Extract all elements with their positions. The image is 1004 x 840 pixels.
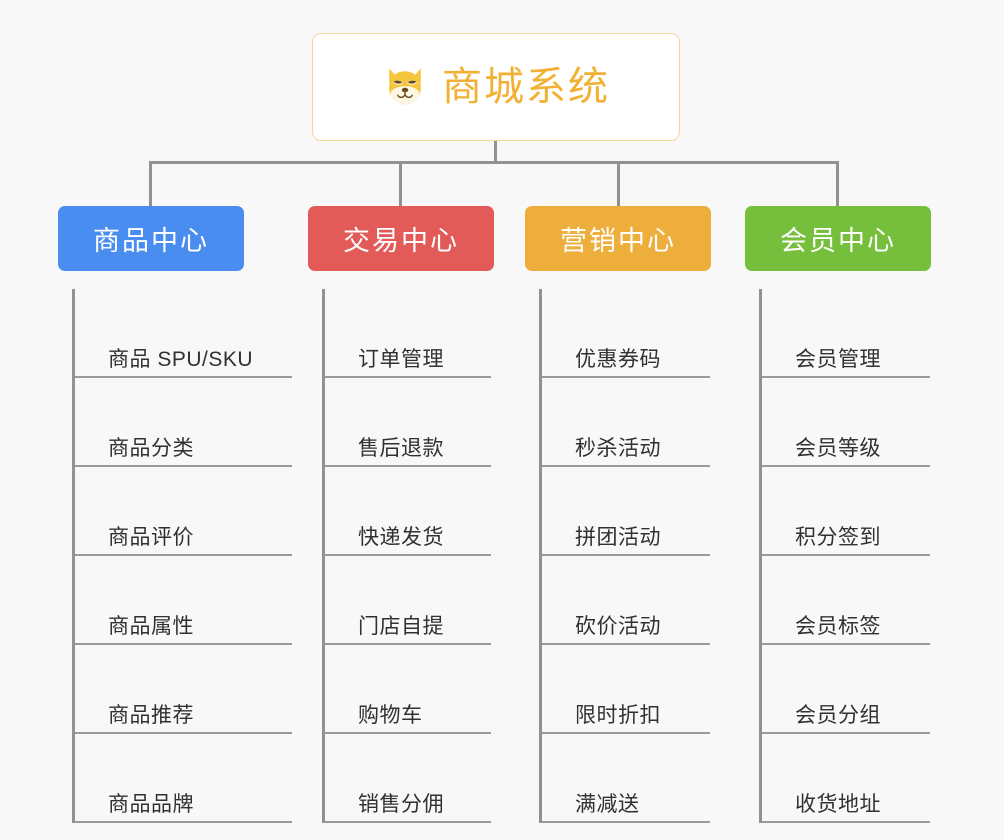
branch-member-center: 会员中心 会员管理 会员等级 积分签到 会员标签 会员分组 收货地址	[745, 206, 931, 823]
connector-root-stem	[494, 141, 497, 163]
branch-header-marketing-center[interactable]: 营销中心	[525, 206, 711, 271]
branch-item-label: 秒杀活动	[575, 436, 661, 460]
connector-drop-product-center	[149, 161, 152, 206]
branch-header-label: 交易中心	[343, 226, 459, 256]
branch-item-list-trade-center: 订单管理 售后退款 快递发货 门店自提 购物车 销售分佣	[322, 289, 494, 823]
branch-item-label: 商品品牌	[108, 792, 194, 816]
connector-drop-marketing-center	[617, 161, 620, 206]
branch-item-list-member-center: 会员管理 会员等级 积分签到 会员标签 会员分组 收货地址	[759, 289, 931, 823]
branch-item[interactable]: 购物车	[325, 645, 491, 734]
branch-item-label: 积分签到	[795, 525, 881, 549]
branch-item[interactable]: 商品 SPU/SKU	[75, 289, 292, 378]
branch-item[interactable]: 秒杀活动	[542, 378, 710, 467]
branch-item[interactable]: 快递发货	[325, 467, 491, 556]
branch-item-label: 订单管理	[358, 347, 444, 371]
branch-item[interactable]: 砍价活动	[542, 556, 710, 645]
branch-item-label: 快递发货	[358, 525, 444, 549]
connector-drop-member-center	[836, 161, 839, 206]
branch-item[interactable]: 收货地址	[762, 734, 930, 823]
branch-item[interactable]: 商品评价	[75, 467, 292, 556]
branch-item-list-product-center: 商品 SPU/SKU 商品分类 商品评价 商品属性 商品推荐 商品品牌	[72, 289, 292, 823]
branch-header-label: 商品中心	[93, 226, 209, 256]
branch-item-label: 商品分类	[108, 436, 194, 460]
branch-item-label: 商品属性	[108, 614, 194, 638]
branch-item-label: 限时折扣	[575, 703, 661, 727]
branch-marketing-center: 营销中心 优惠券码 秒杀活动 拼团活动 砍价活动 限时折扣 满减送	[525, 206, 711, 823]
branch-item-label: 砍价活动	[575, 614, 661, 638]
branch-item[interactable]: 商品分类	[75, 378, 292, 467]
branch-item[interactable]: 积分签到	[762, 467, 930, 556]
branch-item[interactable]: 商品品牌	[75, 734, 292, 823]
root-title: 商城系统	[442, 65, 610, 109]
branch-header-member-center[interactable]: 会员中心	[745, 206, 931, 271]
branch-item[interactable]: 满减送	[542, 734, 710, 823]
branch-item-label: 商品 SPU/SKU	[108, 347, 254, 371]
branch-item[interactable]: 限时折扣	[542, 645, 710, 734]
branch-item-label: 优惠券码	[575, 347, 661, 371]
branch-header-label: 会员中心	[780, 226, 896, 256]
branch-item-list-marketing-center: 优惠券码 秒杀活动 拼团活动 砍价活动 限时折扣 满减送	[539, 289, 711, 823]
branch-item[interactable]: 拼团活动	[542, 467, 710, 556]
branch-header-label: 营销中心	[560, 226, 676, 256]
branch-item-label: 购物车	[358, 703, 423, 727]
connector-horizontal-bus	[149, 161, 839, 164]
branch-item-label: 销售分佣	[358, 792, 444, 816]
branch-header-trade-center[interactable]: 交易中心	[308, 206, 494, 271]
branch-item[interactable]: 商品属性	[75, 556, 292, 645]
branch-item-label: 会员标签	[795, 614, 881, 638]
branch-item-label: 收货地址	[795, 792, 881, 816]
branch-item[interactable]: 优惠券码	[542, 289, 710, 378]
branch-item-label: 会员等级	[795, 436, 881, 460]
branch-item-label: 商品推荐	[108, 703, 194, 727]
branch-item[interactable]: 销售分佣	[325, 734, 491, 823]
branch-item[interactable]: 售后退款	[325, 378, 491, 467]
branch-item-label: 商品评价	[108, 525, 194, 549]
branch-item[interactable]: 会员分组	[762, 645, 930, 734]
branch-item-label: 满减送	[575, 792, 640, 816]
branch-item[interactable]: 订单管理	[325, 289, 491, 378]
branch-item-label: 拼团活动	[575, 525, 661, 549]
branch-trade-center: 交易中心 订单管理 售后退款 快递发货 门店自提 购物车 销售分佣	[308, 206, 494, 823]
branch-product-center: 商品中心 商品 SPU/SKU 商品分类 商品评价 商品属性 商品推荐 商品品牌	[58, 206, 292, 823]
branch-item[interactable]: 门店自提	[325, 556, 491, 645]
branch-item-label: 门店自提	[358, 614, 444, 638]
branch-item-label: 会员分组	[795, 703, 881, 727]
branch-item[interactable]: 会员管理	[762, 289, 930, 378]
shiba-dog-face-icon	[389, 68, 421, 105]
connector-drop-trade-center	[399, 161, 402, 206]
branch-header-product-center[interactable]: 商品中心	[58, 206, 244, 271]
branch-item[interactable]: 商品推荐	[75, 645, 292, 734]
branch-item-label: 售后退款	[358, 436, 444, 460]
root-node[interactable]: 商城系统	[312, 33, 680, 141]
branch-item[interactable]: 会员等级	[762, 378, 930, 467]
branch-item[interactable]: 会员标签	[762, 556, 930, 645]
branch-item-label: 会员管理	[795, 347, 881, 371]
